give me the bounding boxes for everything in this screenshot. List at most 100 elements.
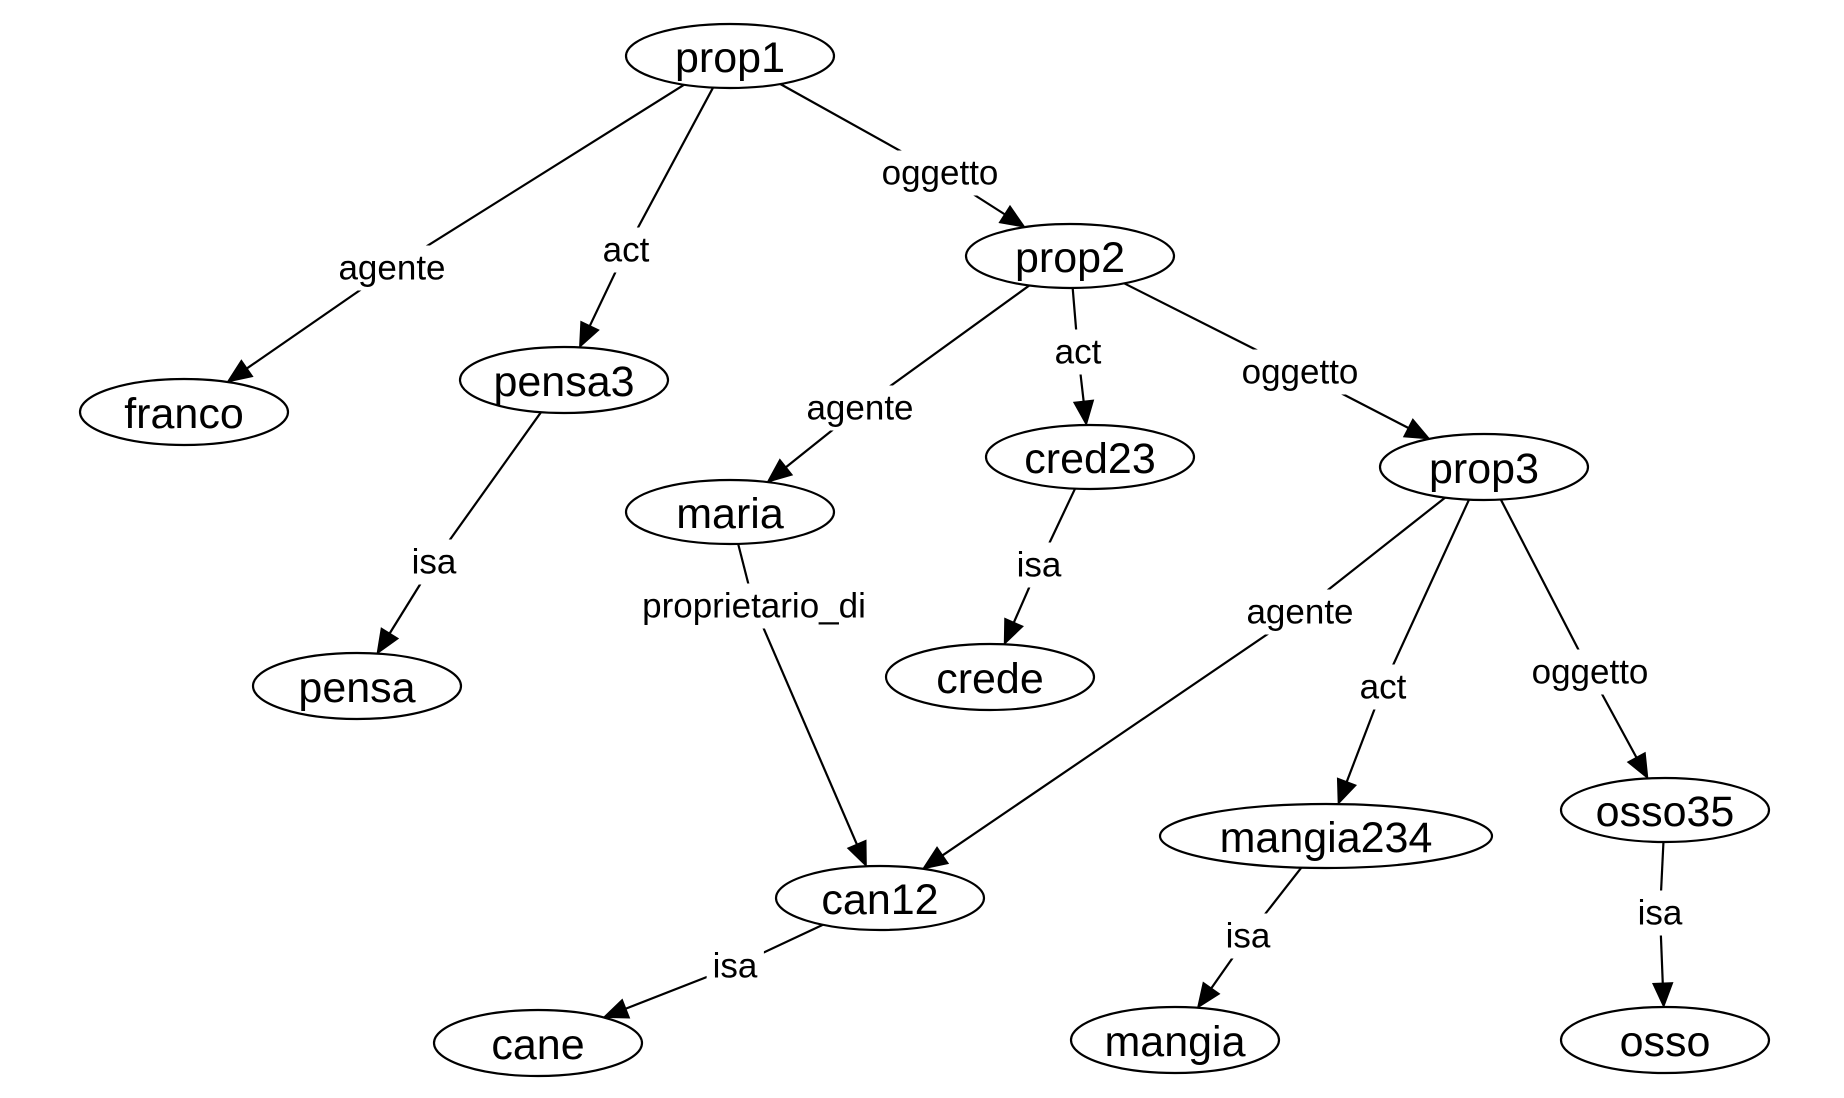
edge-maria-can12: proprietario_di <box>636 543 872 868</box>
edge-label-background <box>1235 349 1365 395</box>
node-pensa3: pensa3 <box>458 345 670 415</box>
edge-prop3-osso35: oggetto <box>1499 499 1655 780</box>
edge-prop1-prop2: oggetto <box>779 83 1026 228</box>
edge-line <box>391 83 685 269</box>
node-maria: maria <box>624 478 836 546</box>
arrowhead-icon <box>1336 777 1358 806</box>
edge-line <box>625 87 715 251</box>
edge-prop1-pensa3: act <box>579 87 715 349</box>
node-label: prop3 <box>1429 445 1539 493</box>
node-ellipse <box>774 864 986 932</box>
arrowhead-icon <box>1402 418 1431 440</box>
edge-line <box>1382 499 1471 688</box>
edge-label-background <box>1525 649 1655 695</box>
edge-label: oggetto <box>1532 653 1649 692</box>
node-ellipse <box>78 377 290 447</box>
nodes-layer: prop1 franco pensa3 pensa prop2 maria cred23 cr… <box>78 22 1771 1078</box>
edge-label-background <box>1010 542 1068 588</box>
node-osso35: osso35 <box>1559 776 1771 844</box>
arrowhead-icon <box>998 204 1026 228</box>
node-label: prop2 <box>1015 234 1125 282</box>
arrowhead-icon <box>1072 399 1095 427</box>
node-label: osso <box>1620 1018 1711 1066</box>
edge-label: proprietario_di <box>642 587 866 626</box>
node-ellipse <box>984 423 1196 491</box>
arrowhead-icon <box>766 458 794 483</box>
edge-label-background <box>636 583 872 629</box>
node-label: maria <box>676 490 784 538</box>
node-label: crede <box>936 655 1044 703</box>
node-ellipse <box>251 651 463 721</box>
node-ellipse <box>1559 776 1771 844</box>
node-prop1: prop1 <box>624 22 836 90</box>
edge-label-background <box>596 227 656 273</box>
node-mangia234: mangia234 <box>1158 802 1494 870</box>
node-ellipse <box>432 1008 644 1078</box>
edge-label: isa <box>1638 894 1683 933</box>
edge-label-background <box>800 385 920 431</box>
edge-line <box>942 611 1301 857</box>
edge-label-background <box>1048 329 1108 375</box>
edge-prop2-prop3: oggetto <box>1123 282 1431 440</box>
edge-line <box>1499 499 1591 673</box>
arrowhead-icon <box>1651 982 1674 1009</box>
node-ellipse <box>964 222 1176 290</box>
node-label: can12 <box>821 876 938 924</box>
arrowhead-icon <box>602 998 631 1019</box>
arrowhead-icon <box>1196 981 1221 1009</box>
node-crede: crede <box>884 642 1096 712</box>
node-label: pensa <box>298 664 415 712</box>
arrowhead-icon <box>226 359 254 383</box>
arrowhead-icon <box>921 846 950 870</box>
edge-prop2-cred23: act <box>1048 287 1108 427</box>
node-ellipse <box>624 22 836 90</box>
edge-label: oggetto <box>1242 353 1359 392</box>
arrowhead-icon <box>579 320 600 349</box>
edge-label: isa <box>412 543 457 582</box>
node-ellipse <box>1559 1005 1771 1075</box>
node-franco: franco <box>78 377 290 447</box>
node-label: franco <box>124 390 244 438</box>
edge-label: act <box>1360 668 1407 707</box>
node-label: osso35 <box>1596 788 1735 836</box>
edge-label-background <box>706 943 764 989</box>
node-label: prop1 <box>675 34 785 82</box>
edge-label: oggetto <box>882 154 999 193</box>
edge-mangia234-mangia: isa <box>1196 866 1303 1009</box>
edge-label-background <box>332 245 452 291</box>
arrowhead-icon <box>376 627 400 655</box>
edge-prop1-franco: agente <box>226 83 685 383</box>
edge-label-background <box>1631 890 1689 936</box>
node-mangia: mangia <box>1069 1005 1281 1075</box>
edge-label: agente <box>338 249 445 288</box>
node-ellipse <box>624 478 836 546</box>
edge-prop2-maria: agente <box>766 284 1030 483</box>
node-ellipse <box>458 345 670 415</box>
node-ellipse <box>1378 432 1590 502</box>
edge-label-background <box>1353 664 1413 710</box>
node-cane: cane <box>432 1008 644 1078</box>
node-osso: osso <box>1559 1005 1771 1075</box>
node-label: cane <box>491 1021 584 1069</box>
edge-pensa3-pensa: isa <box>376 411 542 655</box>
node-label: pensa3 <box>493 358 634 406</box>
edge-label-background <box>1219 913 1277 959</box>
edge-label-background <box>875 150 1005 196</box>
edge-label: isa <box>713 947 758 986</box>
edge-label: agente <box>1246 593 1353 632</box>
node-pensa: pensa <box>251 651 463 721</box>
arrowhead-icon <box>1626 751 1649 780</box>
edge-label: act <box>603 231 650 270</box>
edge-can12-cane: isa <box>602 923 824 1019</box>
edge-label: act <box>1055 333 1102 372</box>
edge-cred23-crede: isa <box>1003 488 1077 646</box>
node-cred23: cred23 <box>984 423 1196 491</box>
arrowhead-icon <box>846 839 867 868</box>
edge-osso35-osso: isa <box>1631 841 1689 1009</box>
edge-label: agente <box>806 389 913 428</box>
edge-label-background <box>405 539 463 585</box>
edge-line <box>752 605 858 845</box>
